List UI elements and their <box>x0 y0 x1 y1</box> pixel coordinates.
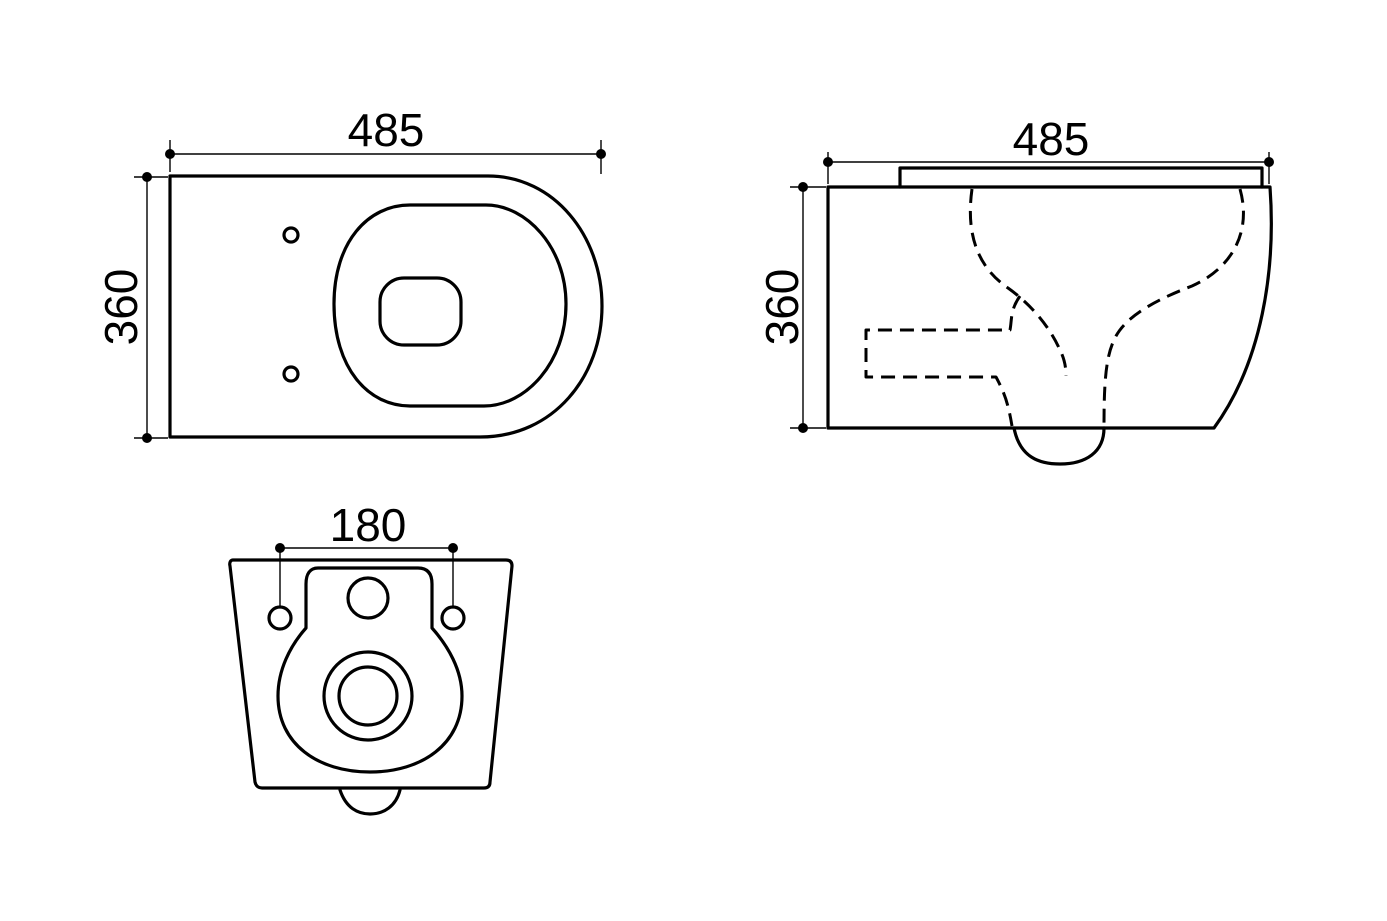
rear-view-bolt-hole-left <box>267 605 293 631</box>
top-view-mounting-hole-lower <box>282 365 300 383</box>
rear-view-outlet-inner-ring <box>337 665 399 727</box>
rear-view-spacing-dot-right <box>448 543 458 553</box>
side-view-length-dot-right <box>1264 157 1274 167</box>
top-view-depth-dot-bottom <box>142 433 152 443</box>
top-view-bowl-rim <box>332 203 568 408</box>
side-view-trapway-front-hidden <box>968 188 1068 377</box>
side-view-body-outline <box>826 185 1273 430</box>
rear-view-outlet-spigot <box>338 788 402 816</box>
top-view-mounting-hole-upper <box>282 226 300 244</box>
rear-view-outline <box>228 558 514 790</box>
top-view-width-dot-right <box>596 149 606 159</box>
top-view: 485 360 <box>95 104 606 443</box>
side-view-length-label: 485 <box>1013 113 1090 165</box>
side-view-height-dot-bottom <box>798 423 808 433</box>
side-view-length-dot-left <box>823 157 833 167</box>
rear-view-mounting-plate <box>276 566 464 774</box>
rear-view-bolt-hole-right <box>440 605 466 631</box>
top-view-depth-dot-top <box>142 172 152 182</box>
rear-view-spacing-label: 180 <box>330 499 407 551</box>
rear-view-water-inlet <box>346 576 390 620</box>
side-view: 485 360 <box>756 113 1274 466</box>
top-view-outline <box>168 174 604 439</box>
side-view-height-dot-top <box>798 182 808 192</box>
side-view-seat-lid <box>898 166 1264 189</box>
side-view-outlet-spigot <box>1012 426 1106 466</box>
rear-view-spacing-dot-left <box>275 543 285 553</box>
rear-view: 180 <box>228 499 514 816</box>
side-view-trapway-rear-hidden <box>1102 188 1245 427</box>
top-view-width-dot-left <box>165 149 175 159</box>
rear-view-outlet-outer-ring <box>322 650 414 742</box>
top-view-width-label: 485 <box>348 104 425 156</box>
side-view-flush-inlet-hidden <box>864 295 1022 427</box>
side-view-height-label: 360 <box>756 269 808 346</box>
top-view-drain-opening <box>378 276 463 347</box>
top-view-depth-label: 360 <box>95 269 147 346</box>
